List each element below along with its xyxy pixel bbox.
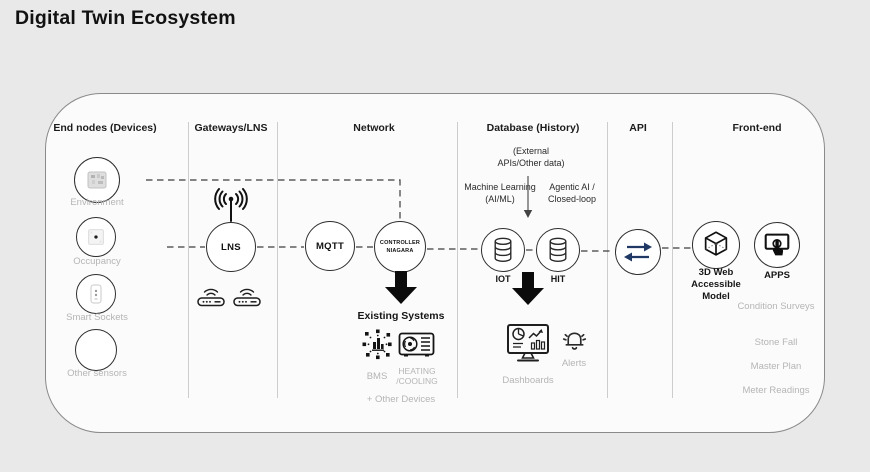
database-icon	[549, 237, 567, 262]
dashboards-label: Dashboards	[502, 375, 554, 386]
occupancy-node	[76, 217, 116, 257]
apps-node	[754, 222, 800, 268]
frontend-list-item: Condition Surveys	[737, 301, 815, 312]
frontend-list-item: Stone Fall	[754, 337, 798, 348]
thick-down-arrow-icon	[512, 272, 544, 305]
hvac-icon	[398, 332, 435, 357]
3d-model-node	[692, 221, 740, 269]
mqtt-label: MQTT	[315, 240, 345, 252]
agentic-ai-label: Agentic AI / Closed-loop	[547, 182, 597, 205]
controller-niagara-label: CONTROLLER NIAGARA	[379, 239, 421, 254]
dashboard-monitor-icon	[507, 324, 549, 362]
touch-app-icon	[764, 233, 790, 256]
smart-socket-icon	[90, 284, 102, 304]
environment-node	[74, 157, 120, 203]
database-icon	[494, 237, 512, 262]
cube-3d-icon	[704, 231, 728, 256]
column-header-database: Database (History)	[486, 122, 580, 134]
column-separator	[607, 122, 608, 398]
lns-node: LNS	[206, 222, 256, 272]
hit-label: HIT	[550, 274, 566, 284]
environment-sensor-icon	[87, 171, 107, 189]
column-separator	[672, 122, 673, 398]
bms-label: BMS	[366, 371, 388, 382]
wifi-router-icon	[233, 288, 261, 307]
column-header-api: API	[629, 122, 647, 134]
column-header-network: Network	[353, 122, 395, 134]
environment-label: Environment	[70, 197, 124, 208]
smart-sockets-node	[76, 274, 116, 314]
column-header-end-nodes: End nodes (Devices)	[53, 122, 157, 134]
occupancy-sensor-icon	[88, 229, 104, 245]
lns-label: LNS	[221, 241, 241, 253]
frontend-list-item: Meter Readings	[742, 385, 810, 396]
machine-learning-label: Machine Learning (AI/ML)	[464, 182, 536, 205]
page-title: Digital Twin Ecosystem	[15, 7, 236, 29]
iot-database-node	[481, 228, 525, 272]
column-separator	[457, 122, 458, 398]
antenna-icon	[214, 188, 248, 222]
column-header-frontend: Front-end	[732, 122, 782, 134]
other-sensors-label: Other sensors	[67, 368, 127, 379]
column-separator	[188, 122, 189, 398]
3d-model-label: 3D Web Accessible Model	[691, 267, 741, 302]
diagram-panel	[45, 93, 825, 433]
other-devices-label: + Other Devices	[366, 394, 436, 405]
alerts-label: Alerts	[561, 358, 587, 369]
column-separator	[277, 122, 278, 398]
heating-cooling-label: HEATING /COOLING	[396, 366, 438, 387]
apps-label: APPS	[764, 270, 790, 281]
mqtt-node: MQTT	[305, 221, 355, 271]
occupancy-label: Occupancy	[73, 256, 121, 267]
frontend-list-item: Master Plan	[750, 361, 802, 372]
smart-sockets-label: Smart Sockets	[66, 312, 128, 323]
iot-label: IOT	[495, 274, 511, 284]
external-apis-label: (External APIs/Other data)	[497, 146, 565, 169]
wifi-router-icon	[197, 288, 225, 307]
alert-bell-icon	[562, 332, 587, 350]
thick-down-arrow-icon	[385, 271, 417, 304]
hit-database-node	[536, 228, 580, 272]
bms-icon	[362, 329, 392, 360]
column-header-gateways: Gateways/LNS	[194, 122, 268, 134]
swap-arrows-icon	[624, 242, 652, 262]
existing-systems-title: Existing Systems	[357, 310, 445, 322]
other-sensors-node	[75, 329, 117, 371]
controller-niagara-node: CONTROLLER NIAGARA	[374, 221, 426, 273]
api-node	[615, 229, 661, 275]
